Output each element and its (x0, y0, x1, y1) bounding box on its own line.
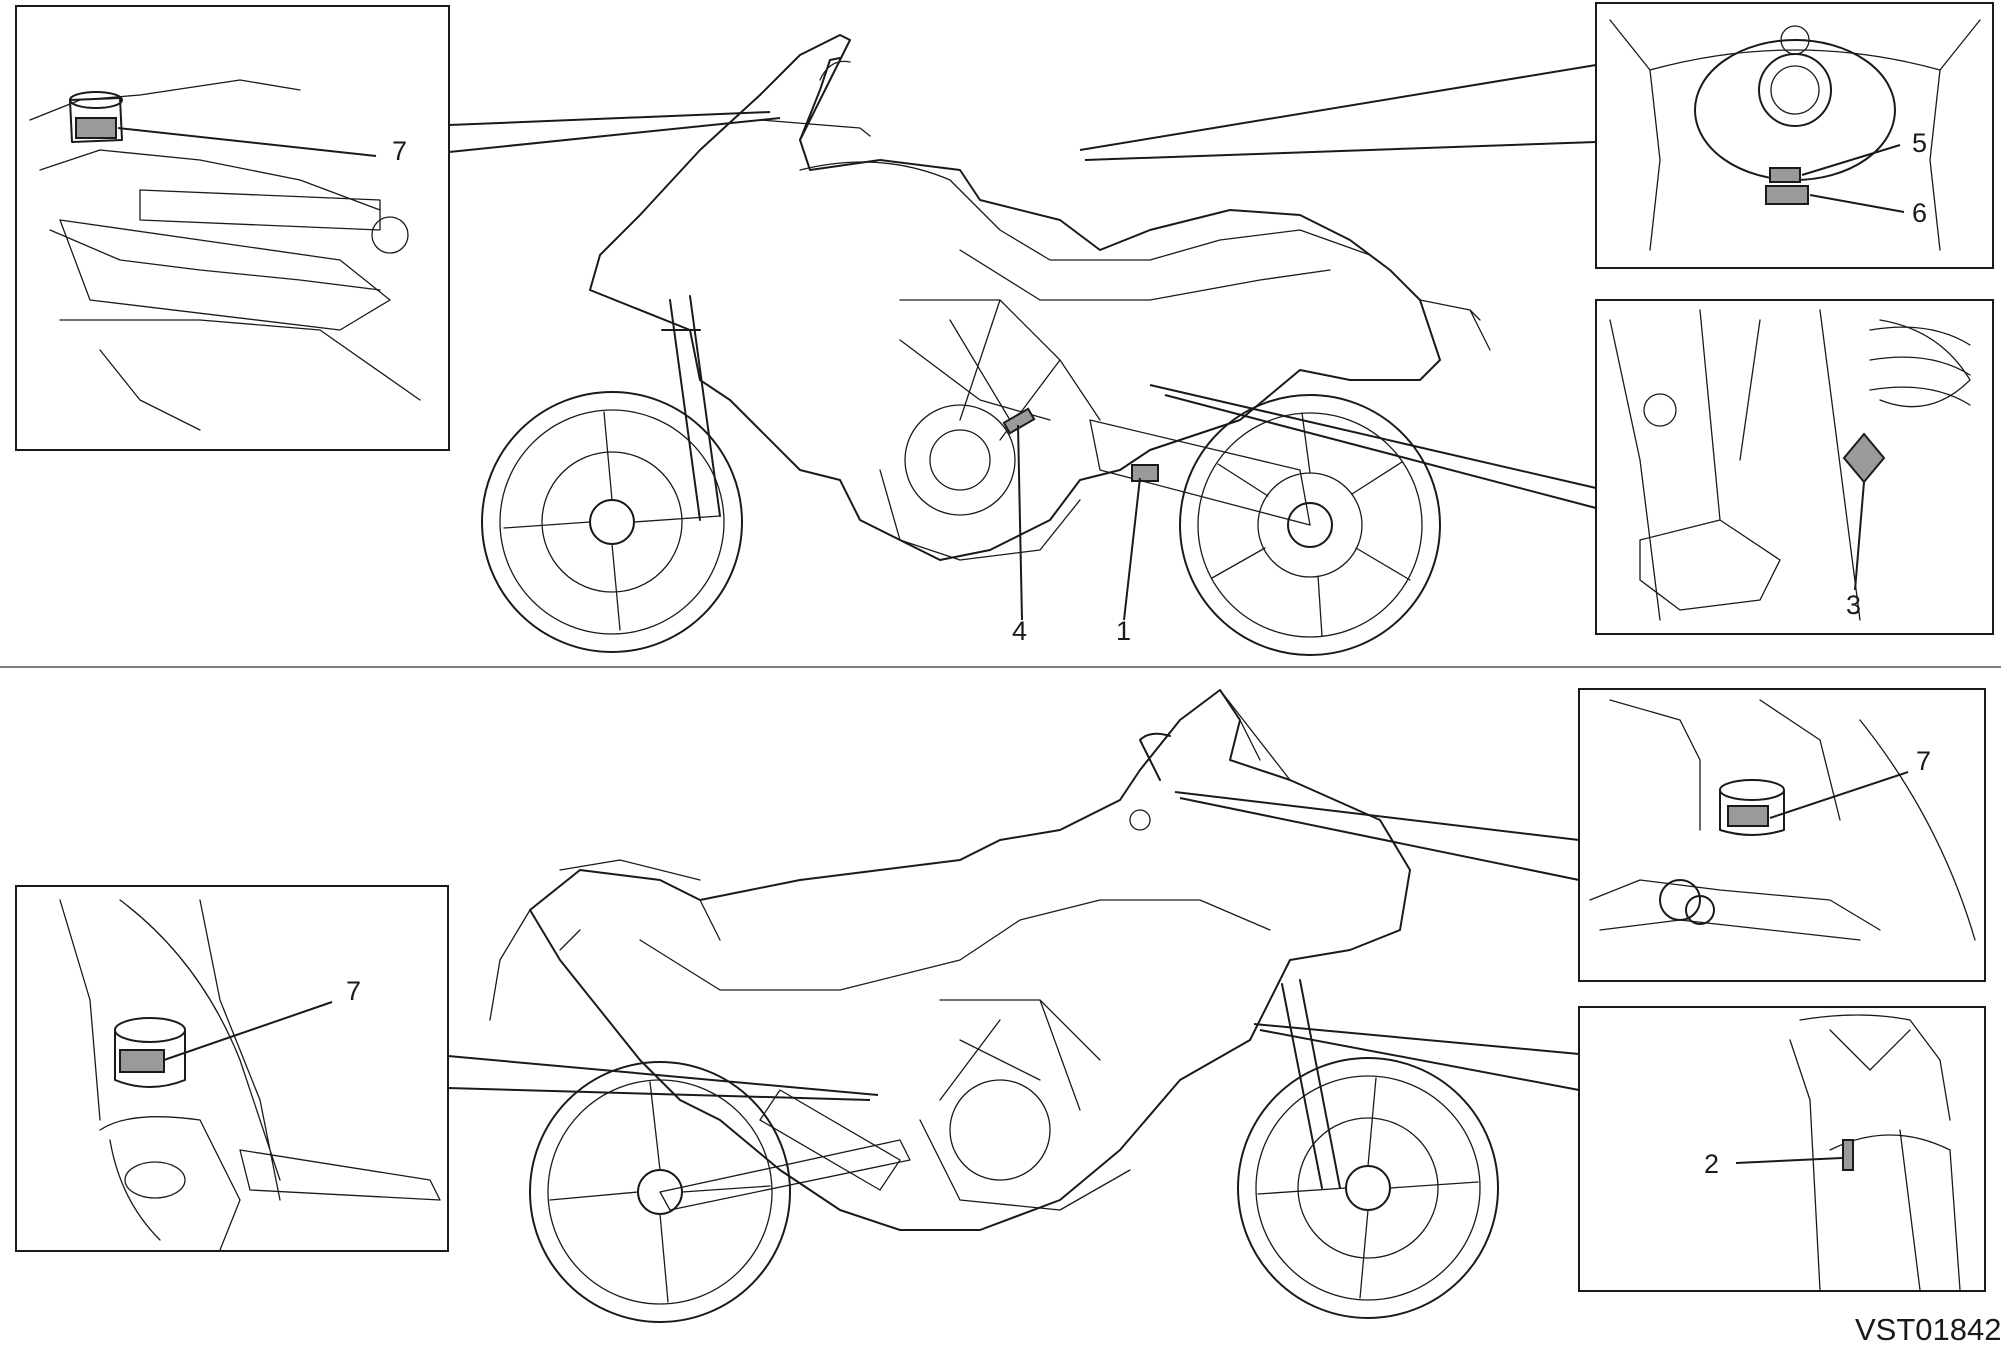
inset-label-6 (1765, 185, 1809, 205)
front-wheel-left (1237, 1057, 1499, 1319)
inset-rear-brake-reservoir: 7 (15, 885, 449, 1252)
rear-wheel (1179, 394, 1441, 656)
callout-2: 2 (1704, 1149, 1719, 1179)
leader-4 (1017, 424, 1023, 621)
callout-1: 1 (1116, 616, 1131, 646)
inset-label-5 (1769, 167, 1801, 183)
callout-6: 6 (1912, 198, 1927, 228)
inset-front-brake-reservoir: 7 (15, 5, 450, 451)
motorcycle-left-side-view (489, 689, 1499, 1323)
callout-7-bottom-right: 7 (1916, 746, 1931, 776)
drawing-code: VST01842 (1855, 1312, 2001, 1345)
inset-label-7-bottom-left (119, 1049, 165, 1073)
inset-frame-vin: 3 (1595, 299, 1994, 635)
callout-3: 3 (1846, 590, 1861, 620)
label-1-patch (1131, 464, 1159, 482)
inset-label-7-bottom-right (1727, 805, 1769, 827)
callout-4: 4 (1012, 616, 1027, 646)
label-4-patch (1002, 407, 1036, 435)
inset-fuel-cap: 5 6 (1595, 2, 1994, 269)
inset-label-2 (1842, 1139, 1854, 1171)
front-wheel (481, 391, 743, 653)
callout-7-top-left: 7 (392, 136, 407, 166)
callout-7-bottom-left: 7 (346, 976, 361, 1006)
callout-5: 5 (1912, 128, 1927, 158)
inset-clutch-reservoir: 7 (1578, 688, 1986, 982)
leader-1 (1123, 477, 1141, 621)
inset-label-7-top-left (75, 117, 117, 139)
motorcycle-right-side-view (481, 34, 1491, 656)
inset-front-fork: 2 (1578, 1006, 1986, 1292)
